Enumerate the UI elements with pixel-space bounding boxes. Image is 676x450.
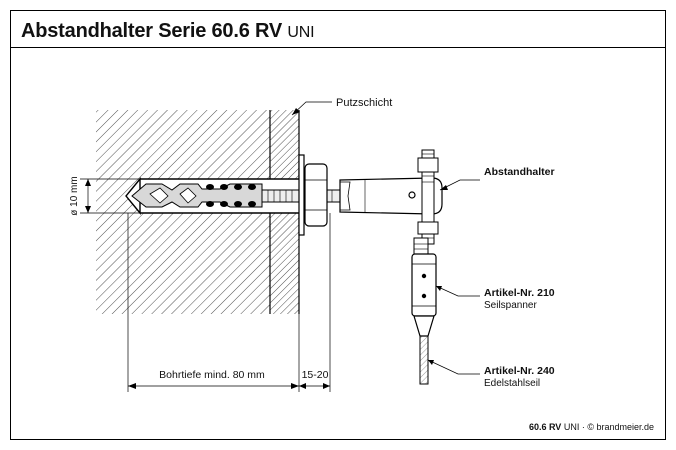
callout-seilspanner: Artikel-Nr. 210 Seilspanner bbox=[435, 285, 555, 311]
vertical-threaded-rod bbox=[417, 149, 439, 245]
washer bbox=[298, 154, 305, 236]
drill-depth-dimension: Bohrtiefe mind. 80 mm 15-20 bbox=[127, 213, 331, 392]
drill-depth-label: Bohrtiefe mind. 80 mm bbox=[159, 369, 265, 381]
label-artikel-210: Artikel-Nr. 210 bbox=[484, 287, 555, 299]
callout-putzschicht: Putzschicht bbox=[291, 97, 392, 116]
title-suffix: UNI bbox=[287, 24, 315, 41]
footer-rest: UNI · © brandmeier.de bbox=[563, 422, 654, 432]
title-divider bbox=[11, 47, 665, 48]
label-edelstahlseil: Edelstahlseil bbox=[484, 378, 540, 389]
offset-label: 15-20 bbox=[302, 369, 329, 381]
label-artikel-240: Artikel-Nr. 240 bbox=[484, 365, 555, 377]
label-abstandhalter: Abstandhalter bbox=[484, 166, 555, 178]
footer-credit: 60.6 RV UNI · © brandmeier.de bbox=[529, 422, 654, 432]
label-seilspanner: Seilspanner bbox=[484, 300, 537, 311]
diameter-dimension: ø 10 mm bbox=[69, 176, 140, 216]
callout-edelstahlseil: Artikel-Nr. 240 Edelstahlseil bbox=[427, 359, 555, 389]
wall-anchor bbox=[131, 183, 263, 208]
title-main: Abstandhalter Serie 60.6 RV bbox=[21, 20, 283, 42]
turnbuckle bbox=[411, 237, 437, 337]
steel-rope bbox=[419, 335, 429, 385]
callout-abstandhalter: Abstandhalter bbox=[439, 166, 555, 191]
footer-model: 60.6 RV bbox=[528, 422, 562, 432]
label-putzschicht: Putzschicht bbox=[336, 97, 392, 109]
hex-nut bbox=[304, 163, 328, 227]
page-title: Abstandhalter Serie 60.6 RV UNI bbox=[21, 20, 315, 43]
diameter-label: ø 10 mm bbox=[69, 176, 80, 215]
